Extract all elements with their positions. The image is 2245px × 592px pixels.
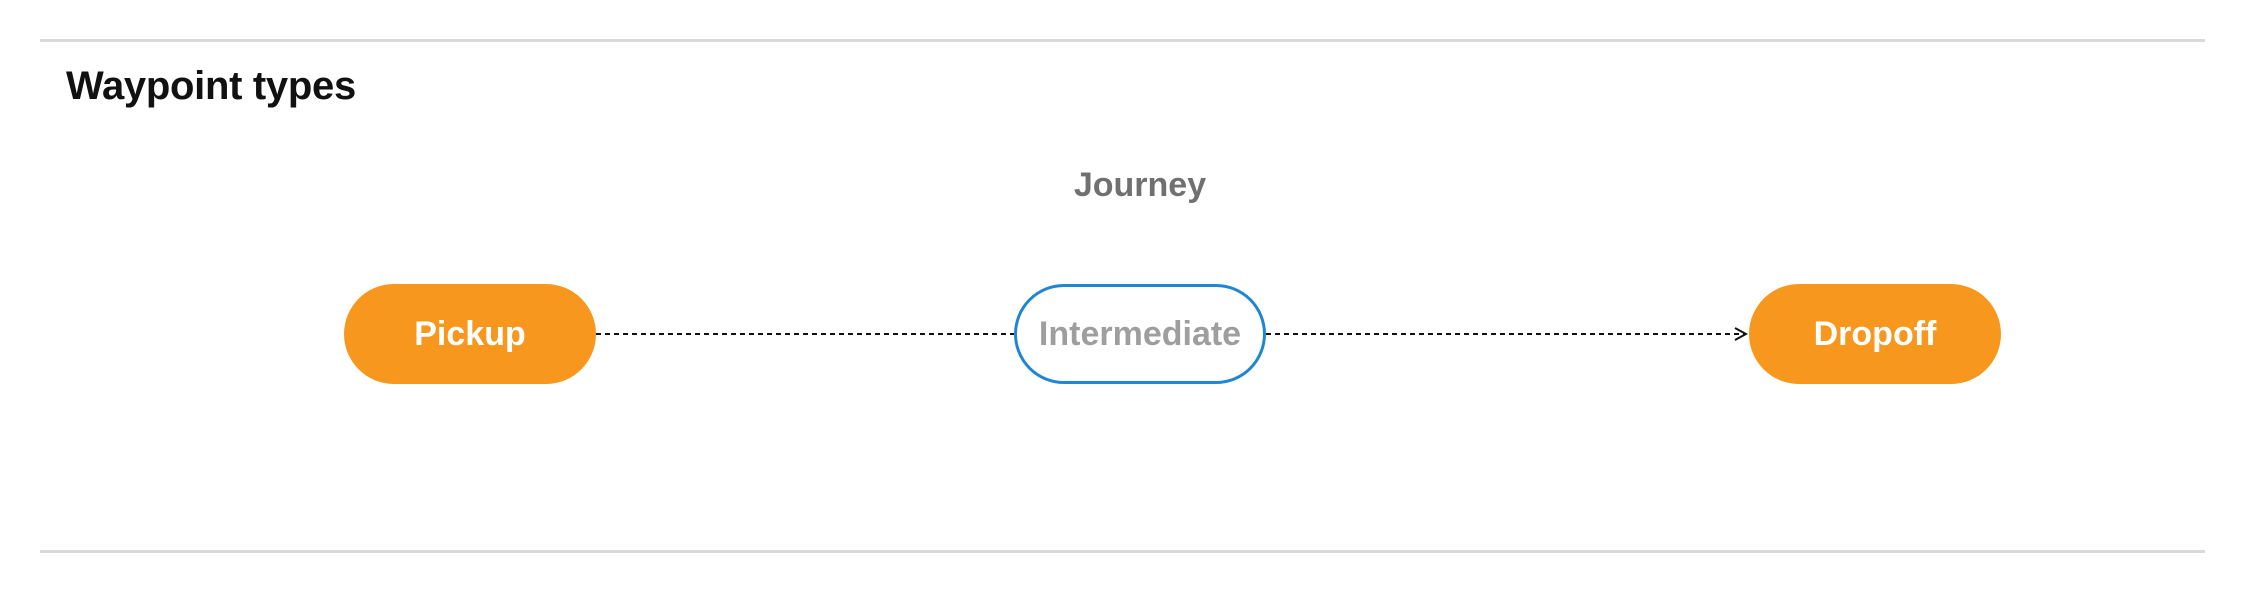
diagram-title: Journey: [1073, 166, 1207, 204]
top-divider: [40, 39, 2205, 42]
node-pickup: Pickup: [344, 284, 596, 384]
section-title: Waypoint types: [66, 64, 356, 108]
node-dropoff: Dropoff: [1749, 284, 2001, 384]
node-intermediate: Intermediate: [1014, 284, 1266, 384]
bottom-divider: [40, 550, 2205, 553]
